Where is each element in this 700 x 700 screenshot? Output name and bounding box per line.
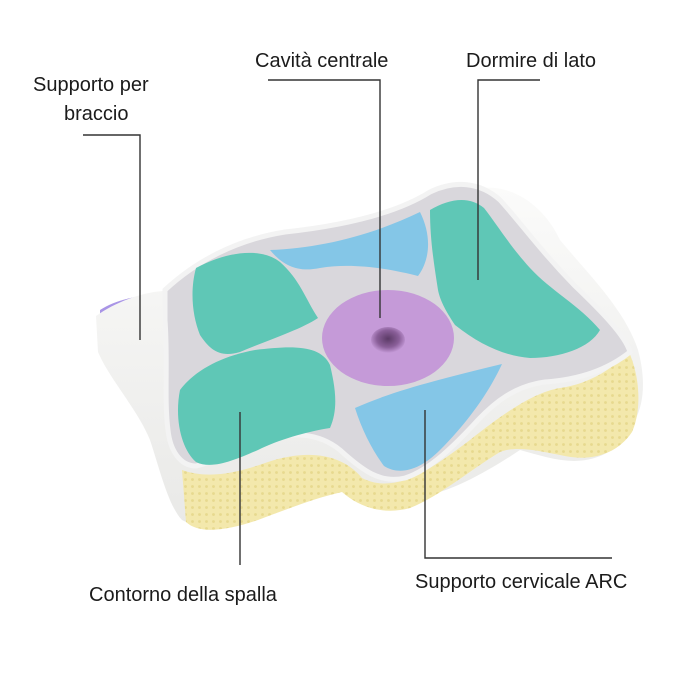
label-central-cavity: Cavità centrale [255, 50, 389, 72]
label-arm-support-line1: Supporto per [33, 74, 149, 96]
callout-line-arm-support [83, 134, 141, 340]
callout-line-cervical-support [424, 410, 612, 559]
callout-line-central-cavity [268, 79, 381, 318]
back-cavity-panel [270, 212, 429, 276]
label-shoulder-contour: Contorno della spalla [89, 584, 277, 606]
label-arm-support: Supporto per braccio [33, 71, 149, 129]
shoulder-contour-wing [177, 347, 336, 465]
arm-support-wing [192, 252, 318, 355]
label-arm-support-line2: braccio [64, 103, 129, 125]
label-cervical-support: Supporto cervicale ARC [415, 571, 628, 593]
label-side-sleeping: Dormire di lato [466, 50, 597, 72]
yellow-mesh-side [182, 350, 639, 530]
callout-line-side-sleeping [477, 79, 540, 280]
central-cavity-hole [371, 327, 405, 353]
side-sleeping-wing [430, 199, 600, 358]
cervical-support-panel [355, 364, 502, 471]
